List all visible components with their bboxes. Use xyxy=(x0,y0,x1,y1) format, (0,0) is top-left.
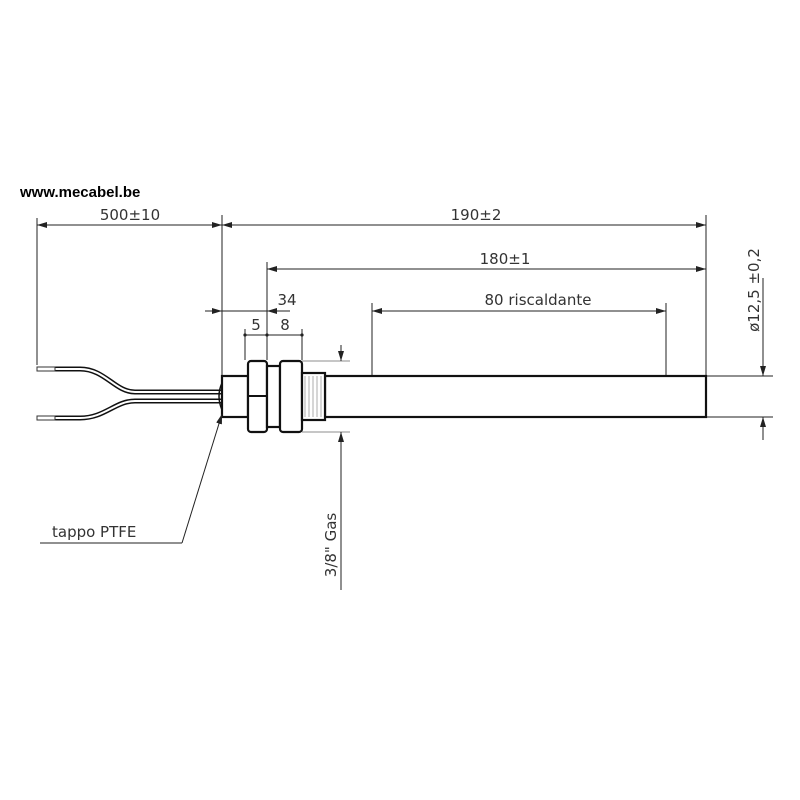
dimension-cable-length: 500±10 xyxy=(37,206,222,228)
washer xyxy=(265,364,282,429)
dimension-nut-thread: 5 8 xyxy=(243,316,304,337)
svg-text:80 riscaldante: 80 riscaldante xyxy=(485,291,592,309)
dimension-tube-length: 180±1 xyxy=(267,250,706,272)
heating-tube xyxy=(323,374,708,419)
sleeve xyxy=(220,374,250,419)
knurled-collar xyxy=(300,371,327,422)
svg-text:5: 5 xyxy=(251,316,261,334)
svg-text:500±10: 500±10 xyxy=(100,206,160,224)
lead-wires xyxy=(36,366,222,421)
svg-text:3/8" Gas: 3/8" Gas xyxy=(322,513,340,578)
svg-text:180±1: 180±1 xyxy=(480,250,531,268)
dimension-fitting-length: 34 xyxy=(205,291,297,314)
dimension-heating-length: 80 riscaldante xyxy=(372,291,666,314)
svg-text:190±2: 190±2 xyxy=(451,206,502,224)
dimension-thread: 3/8" Gas xyxy=(322,345,344,590)
dimension-diameter: ø12,5 ±0,2 xyxy=(745,248,766,440)
svg-text:tappo PTFE: tappo PTFE xyxy=(52,523,136,541)
svg-text:ø12,5 ±0,2: ø12,5 ±0,2 xyxy=(745,248,763,332)
watermark: www.mecabel.be xyxy=(19,184,140,201)
svg-text:8: 8 xyxy=(280,316,290,334)
dimension-total-length: 190±2 xyxy=(222,206,706,228)
svg-text:34: 34 xyxy=(277,291,296,309)
thread-nut xyxy=(278,359,304,434)
heater-body xyxy=(218,359,708,434)
ptfe-callout: tappo PTFE xyxy=(40,413,223,544)
